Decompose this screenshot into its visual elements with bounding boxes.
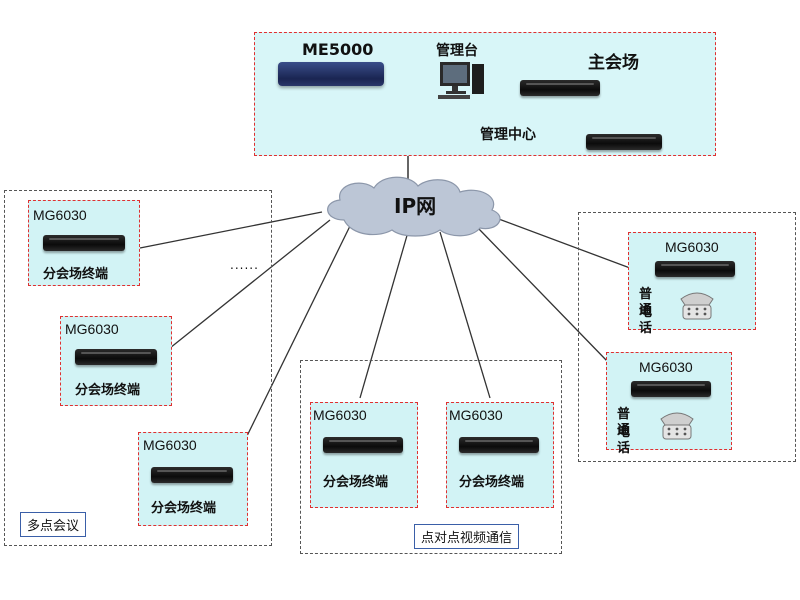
main-venue-terminal-icon	[520, 80, 600, 96]
main-venue-label: 主会场	[588, 53, 639, 73]
telephone-icon	[680, 292, 714, 320]
unit-caption: 分会场终端	[75, 383, 141, 398]
link-phone-1	[495, 217, 631, 269]
terminal-device-icon	[655, 261, 735, 277]
multipoint-tag: 多点会议	[20, 512, 87, 537]
unit-model-label: MG6030	[143, 437, 197, 453]
mgmt-center-label: 管理中心	[480, 127, 536, 143]
link-multipoint-3	[245, 225, 351, 439]
unit-model-label: MG6030	[65, 321, 119, 337]
multipoint-unit-3: MG6030 分会场终端	[138, 432, 248, 526]
telephone-icon	[660, 412, 694, 440]
p2p-tag: 点对点视频通信	[414, 524, 520, 549]
link-p2p-1	[359, 231, 409, 399]
phone-region	[578, 212, 796, 462]
unit-caption: 分会场终端	[323, 475, 389, 490]
phone-line2: 电话	[639, 305, 653, 336]
ellipsis-dots: ......	[230, 258, 259, 272]
terminal-device-icon	[75, 349, 157, 365]
link-multipoint-2	[169, 219, 331, 349]
link-p2p-2	[439, 231, 491, 399]
p2p-unit-2: MG6030 分会场终端	[446, 402, 554, 508]
phone-unit-2: MG6030 普通 电话	[606, 352, 732, 456]
p2p-region	[300, 360, 562, 554]
unit-model-label: MG6030	[665, 239, 719, 255]
mgmt-center-device-icon	[586, 134, 662, 150]
phone-unit-1: MG6030 普通 电话	[628, 232, 756, 336]
multipoint-region	[4, 190, 272, 546]
unit-model-label: MG6030	[449, 407, 503, 423]
unit-model-label: MG6030	[313, 407, 367, 423]
ip-network-label: IP网	[394, 194, 437, 218]
multipoint-unit-1: MG6030 分会场终端	[28, 200, 140, 286]
unit-model-label: MG6030	[33, 207, 87, 223]
console-label: 管理台	[436, 43, 478, 59]
terminal-device-icon	[323, 437, 403, 453]
terminal-device-icon	[631, 381, 711, 397]
terminal-device-icon	[151, 467, 233, 483]
link-phone-2	[477, 227, 609, 363]
me5000-label: ME5000	[302, 40, 374, 59]
me5000-device-icon	[278, 62, 384, 86]
phone-line1: 普通	[639, 287, 653, 318]
computer-icon	[438, 60, 488, 100]
terminal-device-icon	[43, 235, 125, 251]
ip-network-cloud: IP网	[316, 172, 512, 238]
phone-line1: 普通	[617, 407, 631, 438]
link-multipoint-1	[139, 211, 323, 249]
unit-caption: 分会场终端	[459, 475, 525, 490]
terminal-device-icon	[459, 437, 539, 453]
unit-model-label: MG6030	[639, 359, 693, 375]
p2p-unit-1: MG6030 分会场终端	[310, 402, 418, 508]
multipoint-unit-2: MG6030 分会场终端	[60, 316, 172, 406]
phone-line2: 电话	[617, 425, 631, 456]
unit-caption: 分会场终端	[151, 501, 217, 516]
unit-caption: 分会场终端	[43, 267, 109, 282]
